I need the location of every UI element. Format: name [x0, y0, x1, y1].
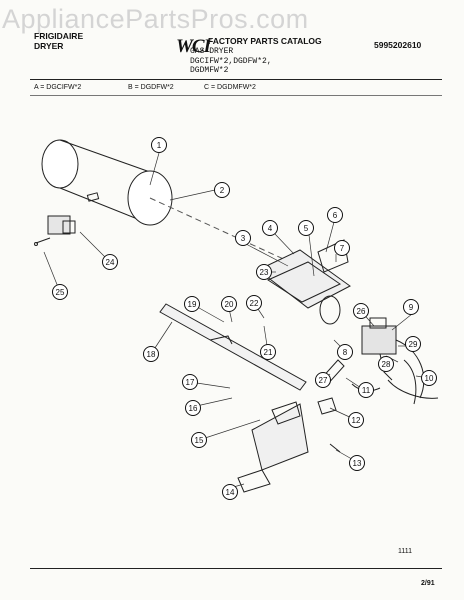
watermark: AppliancePartsPros.com [2, 4, 309, 34]
switch-part [34, 215, 76, 246]
callout-15: 15 [191, 432, 207, 448]
appliance-type: DRYER [34, 41, 64, 51]
svg-text:9: 9 [409, 303, 414, 312]
callout-13: 13 [349, 455, 365, 471]
svg-text:8: 8 [343, 348, 348, 357]
footer-rule [30, 568, 442, 570]
callout-2: 2 [214, 182, 230, 198]
callout-20: 20 [221, 296, 237, 312]
svg-text:20: 20 [225, 300, 234, 309]
callout-27: 27 [315, 372, 331, 388]
callout-28: 28 [378, 356, 394, 372]
callout-10: 10 [421, 370, 437, 386]
page-code: 1111 [398, 548, 413, 555]
callout-3: 3 [235, 230, 251, 246]
svg-text:19: 19 [188, 300, 197, 309]
callout-24: 24 [102, 254, 118, 270]
svg-text:7: 7 [340, 244, 345, 253]
callout-26: 26 [353, 303, 369, 319]
svg-text:21: 21 [264, 348, 273, 357]
model-list-line2: DGDMFW*2 [190, 66, 229, 75]
svg-text:5: 5 [304, 224, 309, 233]
callout-19: 19 [184, 296, 200, 312]
bracket-part [317, 397, 337, 415]
svg-text:16: 16 [189, 404, 198, 413]
legend-c: C = DGDMFW*2 [204, 84, 256, 91]
callout-22: 22 [246, 295, 262, 311]
svg-text:29: 29 [409, 340, 418, 349]
svg-text:25: 25 [56, 288, 65, 297]
legend-rule [30, 95, 442, 96]
catalog-title: FACTORY PARTS CATALOG [208, 36, 322, 46]
svg-text:23: 23 [260, 268, 269, 277]
svg-text:15: 15 [195, 436, 204, 445]
svg-text:10: 10 [425, 374, 434, 383]
callout-8: 8 [337, 344, 353, 360]
callout-17: 17 [182, 374, 198, 390]
callout-14: 14 [222, 484, 238, 500]
valve-assembly-part [361, 317, 439, 405]
callout-6: 6 [327, 207, 343, 223]
base-bracket-part [237, 401, 309, 493]
callout-5: 5 [298, 220, 314, 236]
brand-name: FRIGIDAIRE [34, 31, 84, 41]
callout-21: 21 [260, 344, 276, 360]
svg-text:27: 27 [319, 376, 328, 385]
svg-text:18: 18 [147, 350, 156, 359]
callout-4: 4 [262, 220, 278, 236]
svg-text:11: 11 [362, 386, 371, 395]
wci-logo: WCI [176, 36, 211, 57]
callout-11: 11 [358, 382, 374, 398]
callout-25: 25 [52, 284, 68, 300]
catalog-date: 2/91 [421, 580, 435, 587]
model-block: GAS DRYER DGCIFW*2,DGDFW*2, DGDMFW*2 [190, 47, 272, 76]
product-name: GAS DRYER [190, 47, 234, 56]
svg-text:12: 12 [352, 416, 361, 425]
svg-text:13: 13 [353, 459, 362, 468]
svg-text:17: 17 [186, 378, 195, 387]
model-list-line1: DGCIFW*2,DGDFW*2, [190, 56, 272, 66]
callout-1: 1 [151, 137, 167, 153]
svg-text:1: 1 [157, 141, 162, 150]
burner-tube-part [159, 303, 307, 391]
header-rule [30, 79, 442, 81]
callout-23: 23 [256, 264, 272, 280]
svg-text:26: 26 [357, 307, 366, 316]
callout-7: 7 [334, 240, 350, 256]
legend-a: A = DGCIFW*2 [34, 84, 82, 91]
legend-b: B = DGDFW*2 [128, 84, 174, 91]
callout-29: 29 [405, 336, 421, 352]
drum-part [41, 139, 173, 226]
svg-text:22: 22 [250, 299, 259, 308]
svg-text:3: 3 [241, 234, 246, 243]
screw-part [329, 443, 341, 453]
svg-text:4: 4 [268, 224, 273, 233]
callout-18: 18 [143, 346, 159, 362]
brand-block: FRIGIDAIRE DRYER [34, 31, 83, 51]
callout-9: 9 [403, 299, 419, 315]
svg-text:6: 6 [333, 211, 338, 220]
svg-text:2: 2 [220, 186, 225, 195]
svg-text:28: 28 [382, 360, 391, 369]
svg-text:24: 24 [106, 258, 115, 267]
callout-12: 12 [348, 412, 364, 428]
catalog-part-number: 5995202610 [374, 40, 422, 50]
callout-16: 16 [185, 400, 201, 416]
svg-text:14: 14 [226, 488, 235, 497]
